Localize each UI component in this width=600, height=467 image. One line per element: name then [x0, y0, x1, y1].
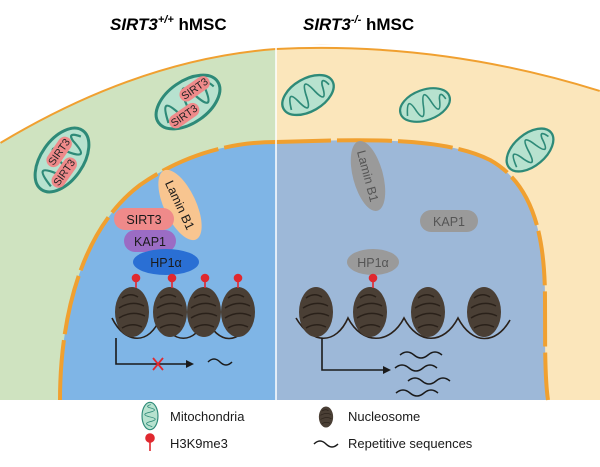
- left-dna-strand: [111, 315, 251, 340]
- kap1-label: KAP1: [433, 215, 465, 229]
- h3k9me3-marks: [368, 273, 378, 288]
- left-title: SIRT3+/+ hMSC: [110, 14, 227, 34]
- legend: Mitochondria H3K9me3 Nucleosome Repetiti…: [141, 401, 473, 451]
- kap1-protein: [420, 210, 478, 232]
- kap1-protein: [124, 230, 176, 252]
- blocked-x-icon: [152, 357, 164, 371]
- nucleosome-icon: [152, 286, 188, 338]
- right-nucleus: [276, 140, 548, 400]
- legend-repetitive-label: Repetitive sequences: [348, 436, 473, 451]
- left-panel: SIRT3 SIRT3 SIRT3 SIRT3 Lamin B1 SIRT3 K…: [0, 45, 277, 401]
- hp1-label: HP1α: [357, 256, 389, 270]
- legend-repetitive-icon: [313, 440, 339, 448]
- right-transcription-arrow: [321, 338, 383, 371]
- nucleosome-icon: [352, 286, 388, 338]
- kap1-label: KAP1: [134, 235, 166, 249]
- legend-h3k9me3-icon: [145, 433, 155, 451]
- right-nuclear-envelope: [275, 138, 550, 401]
- h3k9me3-marks: [131, 273, 243, 288]
- nucleosome-icon: [186, 286, 222, 338]
- repetitive-transcripts: [394, 351, 451, 397]
- repetitive-transcript: [207, 358, 233, 366]
- hp1-protein: [347, 249, 399, 275]
- right-panel: Lamin B1 KAP1 HP1α: [274, 44, 600, 401]
- legend-mitochondria-label: Mitochondria: [170, 409, 245, 424]
- legend-h3k9me3-label: H3K9me3: [170, 436, 228, 451]
- legend-mitochondria-icon: [141, 401, 159, 431]
- nucleosome-icon: [410, 286, 446, 338]
- right-cell-membrane: [275, 44, 600, 92]
- nucleosome-icon: [466, 286, 502, 338]
- nucleosome-icon: [220, 286, 256, 338]
- hp1-label: HP1α: [150, 256, 182, 270]
- sirt3-protein: [114, 208, 174, 230]
- legend-nucleosome-label: Nucleosome: [348, 409, 420, 424]
- right-title: SIRT3-/- hMSC: [303, 14, 414, 34]
- nucleosome-icon: [114, 286, 150, 338]
- left-transcription-arrow: [115, 338, 186, 365]
- hp1-protein: [133, 249, 199, 275]
- nucleosome-icon: [298, 286, 334, 338]
- left-nuclear-envelope: [58, 140, 277, 401]
- right-dna-strand: [295, 316, 511, 340]
- legend-nucleosome-icon: [318, 406, 334, 428]
- sirt3-label: SIRT3: [126, 213, 161, 227]
